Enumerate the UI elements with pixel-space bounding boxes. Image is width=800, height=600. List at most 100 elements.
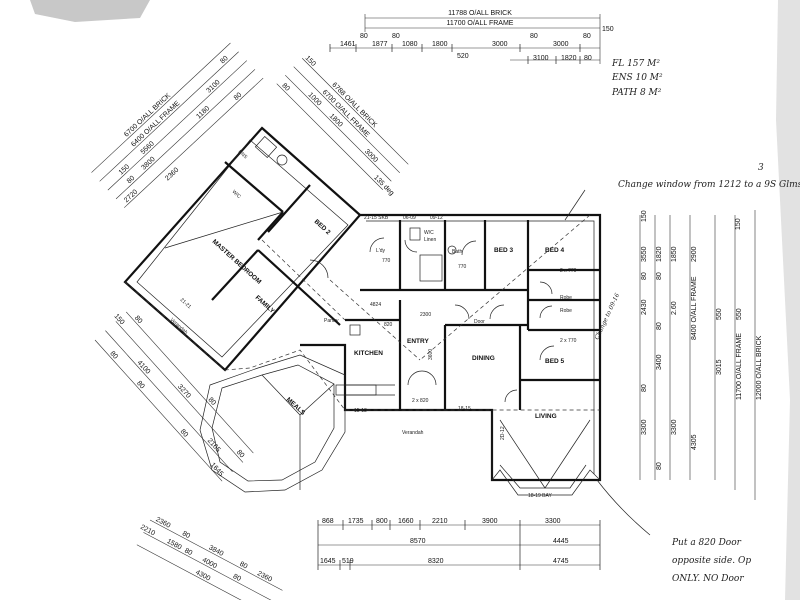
bottom-dim-519: 519 (342, 558, 354, 565)
left-lower-2165: 2165 (206, 437, 222, 453)
top-dim-small-4: 80 (583, 33, 591, 40)
right-dim-80b: 80 (656, 272, 663, 280)
right-dim-80e: 80 (656, 462, 663, 470)
left-dim-3100: 3100 (205, 79, 221, 95)
bottom-dim-8570: 8570 (410, 538, 426, 545)
diag-dim-150: 150 (304, 55, 317, 68)
left-lower-80b: 80 (207, 396, 217, 407)
bottom-dim-4745: 4745 (553, 558, 569, 565)
diag-dim-3000: 3000 (363, 148, 379, 164)
left-dim-2720: 2720 (123, 188, 139, 204)
bl-dim-2360a: 2360 (154, 516, 171, 530)
left-dim-3800: 3800 (141, 156, 157, 172)
bottom-dim-2210: 2210 (432, 518, 448, 525)
right-dim-12000-brick: 12000 O/ALL BRICK (756, 335, 763, 400)
label-bay: 18-19 BAY (528, 493, 552, 499)
opening-2d-12: 2D-12 (500, 426, 506, 440)
bottom-dim-1660: 1660 (398, 518, 414, 525)
left-upper-dimensions: 6700 O/ALL BRICK 6400 O/ALL FRAME 5560 3… (91, 42, 264, 208)
left-lower-150: 150 (112, 313, 125, 326)
opening-2300: 2300 (420, 312, 431, 318)
opening-770-a: 770 (382, 258, 391, 264)
opening-820: 820 (384, 322, 393, 328)
bl-dim-80a: 80 (181, 530, 191, 540)
bl-dim-80b: 80 (238, 561, 248, 571)
construction-lines (261, 214, 591, 361)
right-dimensions: 150 3550 80 1820 80 2430 80 3400 80 3300… (639, 210, 763, 500)
label-verandah-left: Verandah (169, 317, 189, 336)
opening-15-18: 15-18 (354, 408, 367, 414)
bottom-dim-1645: 1645 (320, 558, 336, 565)
opening-21-21: 21-21 (179, 297, 193, 310)
bottom-left-dimensions: 2360 80 3840 80 2360 2210 1580 4000 4300… (136, 516, 283, 600)
room-bed-2: BED 2 (313, 218, 332, 236)
left-lower-80d: 80 (135, 380, 145, 391)
left-dim-80b: 80 (233, 91, 244, 102)
room-wic: W/C (231, 189, 243, 200)
top-dim-seg-4: 1800 (432, 41, 448, 48)
left-lower-dimensions: 150 80 4100 3270 80 2165 1645 80 80 80 8… (94, 311, 254, 482)
opening-door: Door (474, 319, 485, 325)
room-bed-5: BED 5 (545, 358, 565, 365)
bottom-dim-3900: 3900 (482, 518, 498, 525)
top-dim-overall-brick: 11788 O/ALL BRICK (448, 10, 512, 17)
right-dim-550b: 550 (736, 308, 743, 320)
room-laundry: L'dy (376, 248, 386, 254)
right-dim-3400: 3400 (656, 354, 663, 370)
top-dim-seg-1: 1461 (340, 41, 356, 48)
room-linen: Linen (424, 237, 436, 243)
room-pantry: Pantry (324, 318, 339, 324)
top-dim-150: 150 (602, 26, 614, 33)
room-living: LIVING (535, 413, 557, 420)
right-dim-80a: 80 (641, 272, 648, 280)
diag-dim-1000: 1000 (306, 91, 322, 107)
scan-shadow-top-left (30, 0, 150, 22)
area-note-ensuite: ENS 10 M² (611, 73, 663, 83)
room-master-bedroom: MASTER BEDROOM (211, 238, 263, 285)
bl-dim-3840: 3840 (207, 544, 224, 558)
left-lower-1645: 1645 (209, 462, 225, 478)
room-ens: ENS (237, 149, 249, 161)
room-meals: MEALS (285, 396, 307, 417)
bottom-dim-4445: 4445 (553, 538, 569, 545)
room-dining: DINING (472, 355, 495, 362)
left-dim-80a: 80 (126, 175, 137, 186)
room-robe-2: Robe (560, 308, 572, 314)
left-lower-80c: 80 (179, 428, 189, 439)
bottom-dim-868: 868 (322, 518, 334, 525)
opening-09-12: 09-12 (430, 215, 443, 221)
fixtures (254, 135, 457, 396)
room-bath: Bath (452, 249, 463, 255)
room-kitchen: KITCHEN (354, 350, 383, 357)
diagonal-upper-dimensions: 6788 O/ALL BRICK 6700 O/ALL FRAME 3000 1… (276, 55, 409, 197)
right-dim-4305: 4305 (691, 434, 698, 450)
left-dim-150: 150 (118, 163, 131, 176)
left-dim-5560: 5560 (140, 140, 156, 156)
diag-dim-1800: 1800 (328, 113, 344, 129)
left-lower-80f: 80 (108, 350, 118, 361)
opening-2x820: 2 x 820 (412, 398, 429, 404)
right-dim-1850: 1850 (671, 246, 678, 262)
right-dim-80c: 80 (656, 322, 663, 330)
top-dim-overall-frame: 11700 O/ALL FRAME (447, 20, 514, 27)
bottom-dim-8320: 8320 (428, 558, 444, 565)
room-bed-3: BED 3 (494, 247, 514, 254)
right-dim-3300b: 3300 (671, 419, 678, 435)
right-dim-8400-frame: 8400 O/ALL FRAME (691, 276, 698, 340)
bottom-dim-800: 800 (376, 518, 388, 525)
right-dim-150b: 150 (735, 218, 742, 230)
plan-walls (123, 126, 602, 482)
right-dim-150-top: 150 (641, 210, 648, 222)
right-dim-3300a: 3300 (641, 419, 648, 435)
left-lower-4100: 4100 (136, 359, 152, 375)
annotation-change-window: Change window from 1212 to a 9S Glms doo… (618, 180, 800, 190)
right-dim-80d: 80 (641, 384, 648, 392)
top-dim-seg-6: 3000 (553, 41, 569, 48)
opening-06-09: 06-09 (403, 215, 416, 221)
right-dim-2430: 2430 (641, 299, 648, 315)
top-dim-lower-2: 3100 (533, 55, 549, 62)
opening-18-15: 18-15 (458, 406, 471, 412)
opening-21-15-skb: 21-15 SKB (364, 215, 389, 221)
right-dim-3015: 3015 (716, 359, 723, 375)
